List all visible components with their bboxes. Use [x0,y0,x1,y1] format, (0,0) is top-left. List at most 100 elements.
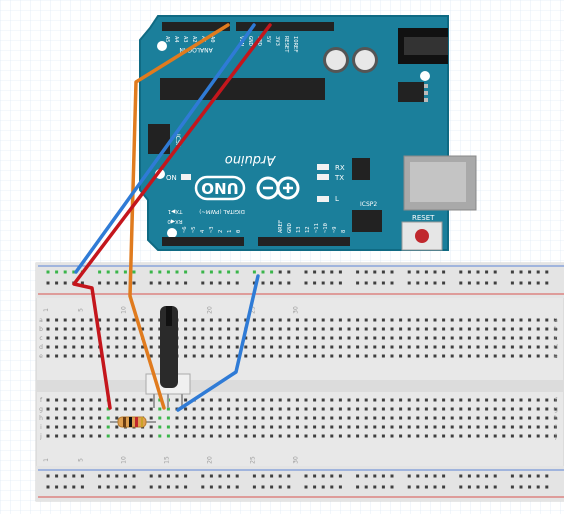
breadboard-hole [141,434,145,438]
breadboard-hole [373,270,377,274]
breadboard-hole [450,398,454,402]
breadboard-hole [536,434,540,438]
breadboard-hole [244,425,248,429]
breadboard-row-label: b [554,326,558,333]
breadboard-hole [295,398,299,402]
breadboard-hole [330,474,334,478]
breadboard-hole [80,336,84,340]
breadboard-hole [184,354,188,358]
breadboard-hole [80,434,84,438]
breadboard-hole [381,336,385,340]
breadboard-hole [278,416,282,420]
breadboard-hole [46,407,50,411]
breadboard-hole [141,327,145,331]
breadboard-hole [450,327,454,331]
breadboard-hole [553,425,557,429]
breadboard-hole [510,434,514,438]
breadboard-hole [330,398,334,402]
breadboard-hole [149,345,153,349]
breadboard-hole [89,416,93,420]
breadboard-hole [278,425,282,429]
breadboard-hole [381,416,385,420]
breadboard-row-label: j [39,433,42,440]
breadboard-hole [528,281,532,285]
breadboard-hole [459,318,463,322]
breadboard-hole [442,485,446,489]
breadboard-hole [399,398,403,402]
breadboard-hole [321,474,325,478]
breadboard-hole [98,474,102,478]
breadboard-hole [55,336,59,340]
breadboard-hole [528,434,532,438]
breadboard-hole [416,407,420,411]
breadboard-hole [192,336,196,340]
breadboard-hole [166,270,170,274]
breadboard-hole [158,354,162,358]
breadboard-hole [295,425,299,429]
breadboard-hole [510,336,514,340]
breadboard-hole [519,416,523,420]
breadboard-hole [424,281,428,285]
breadboard-hole [390,281,394,285]
breadboard-hole [424,434,428,438]
breadboard-hole [201,398,205,402]
breadboard-hole [364,485,368,489]
breadboard-hole [493,270,497,274]
breadboard-hole [407,270,411,274]
breadboard-hole [201,485,205,489]
breadboard-hole [381,398,385,402]
breadboard-hole [218,416,222,420]
breadboard-hole [218,425,222,429]
breadboard-hole [218,485,222,489]
breadboard-hole [450,318,454,322]
breadboard-hole [338,407,342,411]
breadboard-hole [433,336,437,340]
breadboard-hole [321,270,325,274]
breadboard-hole [338,345,342,349]
breadboard-hole [227,345,231,349]
breadboard-hole [46,416,50,420]
breadboard-hole [98,416,102,420]
breadboard-hole [450,407,454,411]
mount-hole [157,41,167,51]
breadboard-hole [158,474,162,478]
breadboard-hole [115,398,119,402]
capacitor-top [326,50,346,70]
breadboard-hole [304,416,308,420]
breadboard-hole [356,407,360,411]
breadboard-column-label: 10 [120,306,127,314]
breadboard-hole [338,281,342,285]
breadboard-hole [201,407,205,411]
breadboard-hole [244,345,248,349]
breadboard-hole [502,345,506,349]
breadboard-hole [115,485,119,489]
potentiometer-slot [166,306,172,326]
breadboard-hole [46,318,50,322]
breadboard-hole [106,425,110,429]
breadboard-hole [476,270,480,274]
breadboard-hole [252,485,256,489]
breadboard-hole [553,327,557,331]
breadboard-hole [72,327,76,331]
breadboard-hole [390,336,394,340]
breadboard-hole [295,345,299,349]
breadboard-hole [545,345,549,349]
breadboard-hole [235,407,239,411]
breadboard-hole [270,407,274,411]
breadboard-hole [158,416,162,420]
breadboard-hole [553,398,557,402]
breadboard-hole [553,318,557,322]
breadboard-hole [252,407,256,411]
breadboard-hole [46,281,50,285]
breadboard-hole [493,398,497,402]
breadboard-hole [252,416,256,420]
breadboard-hole [158,327,162,331]
breadboard-hole [123,474,127,478]
breadboard-hole [261,485,265,489]
breadboard-hole [218,474,222,478]
breadboard-hole [227,485,231,489]
breadboard-hole [450,425,454,429]
breadboard-hole [399,336,403,340]
breadboard-hole [528,416,532,420]
breadboard-hole [536,270,540,274]
